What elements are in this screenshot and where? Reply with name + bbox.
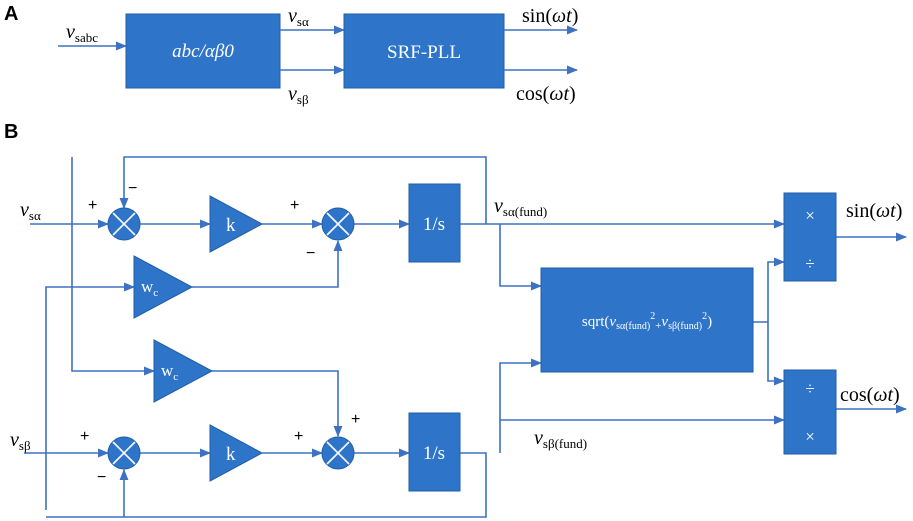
alpha-sum-plus-sign: + (88, 197, 97, 214)
panel-b-label: B (4, 121, 18, 143)
sin-output-label-a: sin(ωt) (522, 5, 578, 27)
magnitude-sqrt-block (540, 267, 754, 373)
beta-gain-k-block (209, 424, 264, 482)
abc-to-alphabeta-block (125, 13, 281, 89)
upper-wc-gain-block (133, 255, 194, 319)
upper-wc-gain-label: wc (141, 277, 158, 299)
beta-input-label: vsβ (10, 429, 31, 453)
beta-integrator-block (408, 412, 461, 492)
sin-divide-multiply-symbol: × (805, 206, 815, 225)
srf-pll-block (343, 13, 505, 89)
beta-feedback-bottom-path (46, 452, 487, 518)
cos-output-label-a: cos(ωt) (516, 83, 576, 105)
magnitude-sqrt-label: sqrt(vsα(fund)2+vsβ(fund)2) (582, 311, 712, 332)
alpha-sum2-minus-sign: − (306, 245, 315, 262)
panel-a-label: A (4, 3, 18, 25)
alpha-gain-k-label: k (226, 215, 236, 236)
beta-label-a: vsβ (288, 83, 309, 107)
beta-sum-plus-sign: + (80, 428, 89, 445)
lower-wc-to-sum-path (212, 370, 343, 438)
alpha-sum2-junction (321, 207, 355, 241)
cos-divide-multiply-symbol: × (805, 427, 815, 446)
panel-b-wires (24, 156, 908, 518)
panel-a: A vsabc abc/αβ0 vsα vsβ SRF-PLL sin(ωt) … (4, 3, 578, 107)
beta-integrator-label: 1/s (423, 443, 445, 464)
beta-fund-to-sqrt-arrow (499, 358, 543, 420)
beta-sum2-plus-sign-left: + (294, 428, 303, 445)
sin-output-label-b: sin(ωt) (846, 200, 902, 222)
beta-fund-label: vsβ(fund) (534, 427, 587, 451)
alpha-label-a: vsα (288, 5, 309, 29)
upper-wc-to-sum-path (192, 239, 343, 288)
alpha-integrator-label: 1/s (423, 214, 445, 235)
alpha-sum-junction (107, 207, 141, 241)
sqrt-to-cos-div-arrow (767, 322, 786, 386)
alpha-fund-label: vsα(fund) (494, 195, 547, 219)
beta-sum-minus-sign: − (97, 469, 106, 486)
beta-sum2-plus-sign-top: + (351, 411, 360, 428)
sin-divide-divide-symbol: ÷ (805, 254, 814, 273)
sqrt-to-sin-div-arrow (753, 257, 786, 323)
beta-gain-k-label: k (226, 444, 236, 465)
cos-divide-block (783, 369, 837, 455)
alpha-input-label: vsα (20, 199, 41, 223)
lower-wc-gain-block (153, 339, 214, 403)
input-vsabc-label: vsabc (66, 21, 98, 45)
alpha-fund-to-sqrt-arrow (499, 224, 543, 291)
abc-to-alphabeta-label: abc/αβ0 (172, 41, 234, 62)
alpha-feedback-path (119, 156, 487, 224)
alpha-to-lower-wc-path (71, 157, 156, 376)
srf-pll-label: SRF-PLL (387, 42, 461, 63)
alpha-sum2-plus-sign: + (290, 197, 299, 214)
beta-sum-junction (107, 436, 141, 470)
beta-to-upper-wc-path (45, 282, 136, 510)
alpha-sum-minus-sign: − (128, 180, 137, 197)
cos-output-label-b: cos(ωt) (840, 384, 900, 406)
alpha-gain-k-block (209, 195, 264, 253)
cos-divide-divide-symbol: ÷ (805, 379, 814, 398)
alpha-integrator-block (408, 183, 461, 263)
lower-wc-gain-label: wc (161, 361, 178, 383)
beta-sum2-junction (321, 436, 355, 470)
sin-divide-block (783, 192, 837, 282)
panel-b: B (4, 121, 908, 518)
